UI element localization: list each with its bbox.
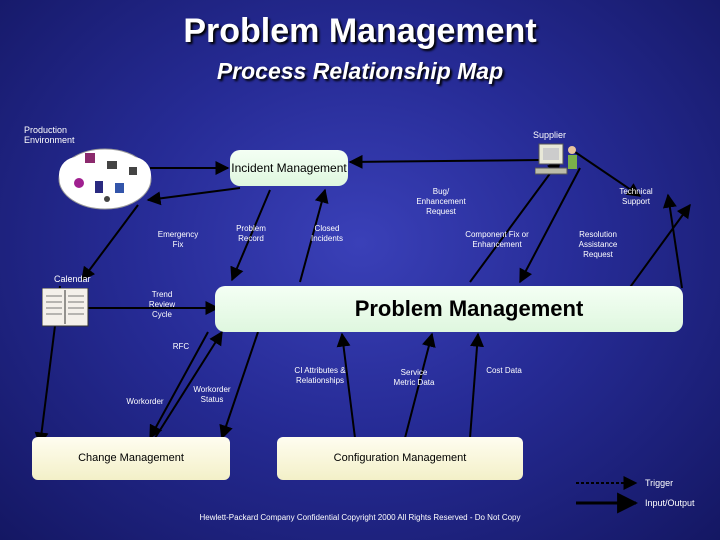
arrow-cost-data	[469, 332, 485, 439]
rfc-label: RFC	[172, 342, 190, 351]
arrow-tech-support-up	[662, 193, 683, 289]
arrow-incident-to-emergency	[146, 187, 241, 206]
arrow-supplier-to-incident	[348, 154, 541, 169]
footer-copyright: Hewlett-Packard Company Confidential Cop…	[199, 513, 521, 522]
service-metric-data-label: Service Metric Data	[393, 368, 435, 387]
ci-attributes-label: CI Attributes & Relationships	[294, 366, 346, 385]
page-subtitle: Process Relationship Map	[216, 58, 504, 84]
arrow-ci-attributes	[336, 332, 356, 439]
configuration-management-box: Configuration Management	[277, 437, 523, 480]
arrow-bug-request	[469, 158, 561, 283]
legend-io-label: Input/Output	[645, 498, 695, 508]
workorder-status-label: Workorder Status	[193, 385, 231, 404]
arrow-tech-support-in	[574, 151, 642, 197]
legend-trigger-label: Trigger	[645, 478, 674, 488]
calendar-icon	[42, 288, 89, 327]
cost-data-label: Cost Data	[486, 366, 522, 375]
calendar-label: Calendar	[54, 274, 91, 284]
trend-review-cycle-label: Trend Review Cycle	[148, 290, 176, 319]
resolution-assistance-label: Resolution Assistance Request	[578, 230, 618, 259]
arrow-component-fix	[519, 167, 581, 284]
arrow-workorder	[219, 331, 259, 440]
supplier-computer-icon	[535, 143, 577, 175]
change-management-box: Change Management	[32, 437, 230, 480]
arrow-closed-incidents	[299, 188, 329, 283]
arrow-emergency-down	[81, 204, 139, 282]
arrow-problem-record	[230, 189, 271, 282]
page-title: Problem Management	[183, 12, 537, 50]
closed-incidents-label: Closed Incidents	[310, 224, 344, 243]
bug-enhancement-request-label: Bug/ Enhancement Request	[416, 187, 466, 216]
component-fix-label: Component Fix or Enhancement	[465, 230, 529, 249]
arrow-service-metric	[404, 332, 436, 439]
problem-record-label: Problem Record	[236, 224, 266, 243]
supplier-label: Supplier	[532, 130, 567, 140]
technical-support-label: Technical Support	[619, 187, 653, 206]
problem-management-label: Problem Management	[354, 296, 584, 321]
workorder-label: Workorder	[126, 397, 164, 406]
arrow-resolution	[627, 203, 691, 291]
incident-management-box: Incident Management	[230, 150, 348, 186]
arrow-workorder-status	[154, 330, 223, 439]
problem-management-box: Problem Management	[215, 286, 683, 332]
production-environment-icon	[58, 148, 152, 210]
production-environment-label: Production Environment	[24, 125, 75, 145]
arrow-rfc	[149, 331, 209, 440]
emergency-fix-label: Emergency Fix	[157, 230, 199, 249]
